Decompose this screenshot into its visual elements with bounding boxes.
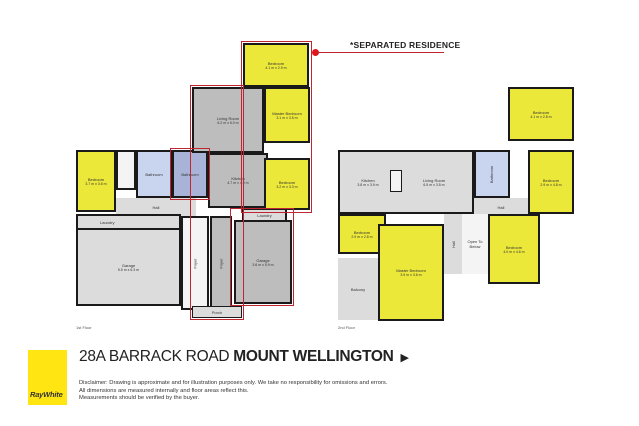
floor-plan: Bedroom 3.7 m x 3.6 m Bathroom Bathroom …: [76, 40, 574, 330]
room-living-2f: Living Room 6.5 m x 3.5 m: [396, 150, 474, 214]
room-balcony-2f: Balcony: [338, 258, 378, 320]
room-kitchen-1f: Kitchen 4.7 m x 4.0 m: [208, 153, 268, 208]
room-bedroom-2f-right: Bedroom 2.9 m x 4.8 m: [528, 150, 574, 214]
room-garage-1f-small: Garage 3.6 m x 5.9 m: [234, 220, 292, 304]
room-hall-1f: Hall: [116, 198, 196, 216]
disclaimer-line: Disclaimer: Drawing is approximate and f…: [79, 380, 388, 386]
room-kitchen-2f: Kitchen 3.8 m x 3.9 m: [338, 150, 398, 214]
room-bathroom-1f-b: Bathroom: [172, 150, 208, 198]
floor-label-2nd: 2nd Floor: [338, 325, 355, 330]
room-bedroom-1f-top: Bedroom 4.1 m x 2.9 m: [243, 43, 309, 87]
disclaimer-line: All dimensions are measured internally a…: [79, 387, 249, 394]
callout-line: [316, 52, 444, 53]
disclaimer-line: Measurements should be verified by the b…: [79, 395, 200, 401]
property-address: 28A BARRACK ROAD MOUNT WELLINGTON ▶: [79, 348, 409, 366]
room-bedroom-2f-top: Bedroom 4.1 m x 2.8 m: [508, 87, 574, 141]
room-master-bedroom-2f: Master Bedroom 3.9 m x 3.6 m: [378, 224, 444, 321]
raywhite-logo: RayWhite: [28, 350, 67, 405]
room-bedroom-1f-left: Bedroom 3.7 m x 3.6 m: [76, 150, 116, 212]
callout-marker: [312, 49, 319, 56]
room-foyer-1f-a: Foyer: [181, 216, 209, 310]
room-master-bedroom-1f: Master Bedroom 3.1 m x 3.5 m: [264, 87, 310, 143]
room-bedroom-1f-right: Bedroom 3.2 m x 3.3 m: [264, 158, 310, 210]
address-street: 28A BARRACK ROAD: [79, 348, 230, 365]
room-bathroom-1f-a: Bathroom: [136, 150, 172, 198]
room-garage-1f-large: Garage 5.5 m x 6.3 m: [76, 228, 181, 306]
north-arrow-icon: ▶: [400, 352, 409, 364]
room-hall-2f-b: Hall: [444, 214, 462, 274]
separated-residence-label: *SEPARATED RESIDENCE: [350, 40, 461, 50]
room-open-to-below-2f: Open To Below: [462, 214, 488, 274]
room-porch-1f: Porch: [192, 306, 242, 318]
disclaimer: Disclaimer: Drawing is approximate and f…: [79, 380, 387, 403]
room-bedroom-2f-bottom: Bedroom 4.0 m x 4.6 m: [488, 214, 540, 284]
brand-name: RayWhite: [30, 390, 63, 399]
room-hall-2f: Hall: [474, 198, 528, 216]
room-foyer-1f-b: Foyer: [210, 216, 232, 310]
stair-1f: [116, 150, 136, 190]
floor-label-1st: 1st Floor: [76, 325, 92, 330]
address-suburb: MOUNT WELLINGTON: [233, 348, 394, 365]
room-bathroom-2f: Bathroom: [474, 150, 510, 198]
room-living-1f: Living Room 6.2 m x 6.0 m: [192, 87, 264, 153]
kitchen-island-2f: [390, 170, 402, 192]
